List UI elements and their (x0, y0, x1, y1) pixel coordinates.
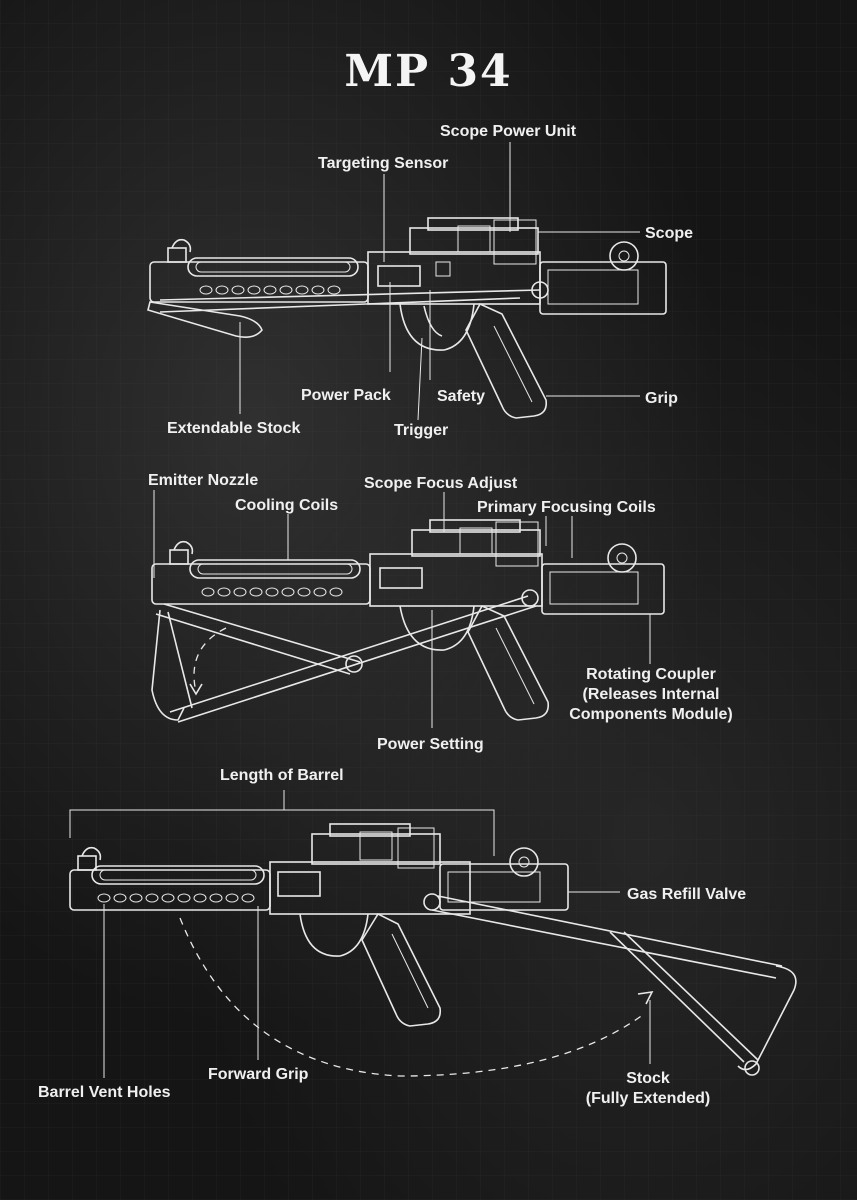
barrel-vent-holes-bottom (97, 893, 255, 903)
label-barrel-vent-holes: Barrel Vent Holes (38, 1084, 171, 1101)
blaster-top-view (147, 217, 667, 419)
label-trigger: Trigger (394, 422, 449, 439)
label-power-pack: Power Pack (301, 387, 391, 404)
label-safety: Safety (437, 388, 486, 405)
label-extendable-stock: Extendable Stock (167, 420, 301, 437)
barrel-vent-holes-top (199, 285, 341, 295)
label-forward-grip: Forward Grip (208, 1066, 309, 1083)
label-scope-power-unit: Scope Power Unit (440, 123, 577, 140)
diagram-title: MP 34 (344, 46, 513, 97)
blaster-middle-view (151, 519, 665, 723)
label-power-setting: Power Setting (377, 736, 484, 753)
stock-line-2: (Fully Extended) (585, 1090, 711, 1107)
blaster-bottom-view (69, 790, 797, 1077)
top-view-leaders (239, 142, 640, 421)
label-gas-refill-valve: Gas Refill Valve (627, 886, 747, 903)
label-targeting-sensor: Targeting Sensor (318, 155, 449, 172)
rotating-coupler-line-1: Rotating Coupler (586, 666, 716, 683)
rotating-coupler-line-2: (Releases Internal (582, 686, 720, 703)
label-stock: Stock (Fully Extended) (578, 1069, 718, 1109)
barrel-vent-holes-middle (201, 587, 343, 597)
label-scope: Scope (645, 225, 694, 242)
label-grip: Grip (645, 390, 678, 407)
rotating-coupler-line-3: Components Module) (569, 706, 733, 723)
label-scope-focus-adjust: Scope Focus Adjust (364, 475, 518, 492)
label-emitter-nozzle: Emitter Nozzle (148, 472, 259, 489)
label-rotating-coupler: Rotating Coupler (Releases Internal Comp… (566, 665, 736, 725)
label-cooling-coils: Cooling Coils (235, 497, 339, 514)
middle-view-leaders (153, 490, 651, 728)
label-length-of-barrel: Length of Barrel (220, 767, 344, 784)
stock-line-1: Stock (626, 1070, 670, 1087)
bottom-view-leaders (103, 891, 651, 1078)
label-primary-focusing-coils: Primary Focusing Coils (477, 499, 656, 516)
